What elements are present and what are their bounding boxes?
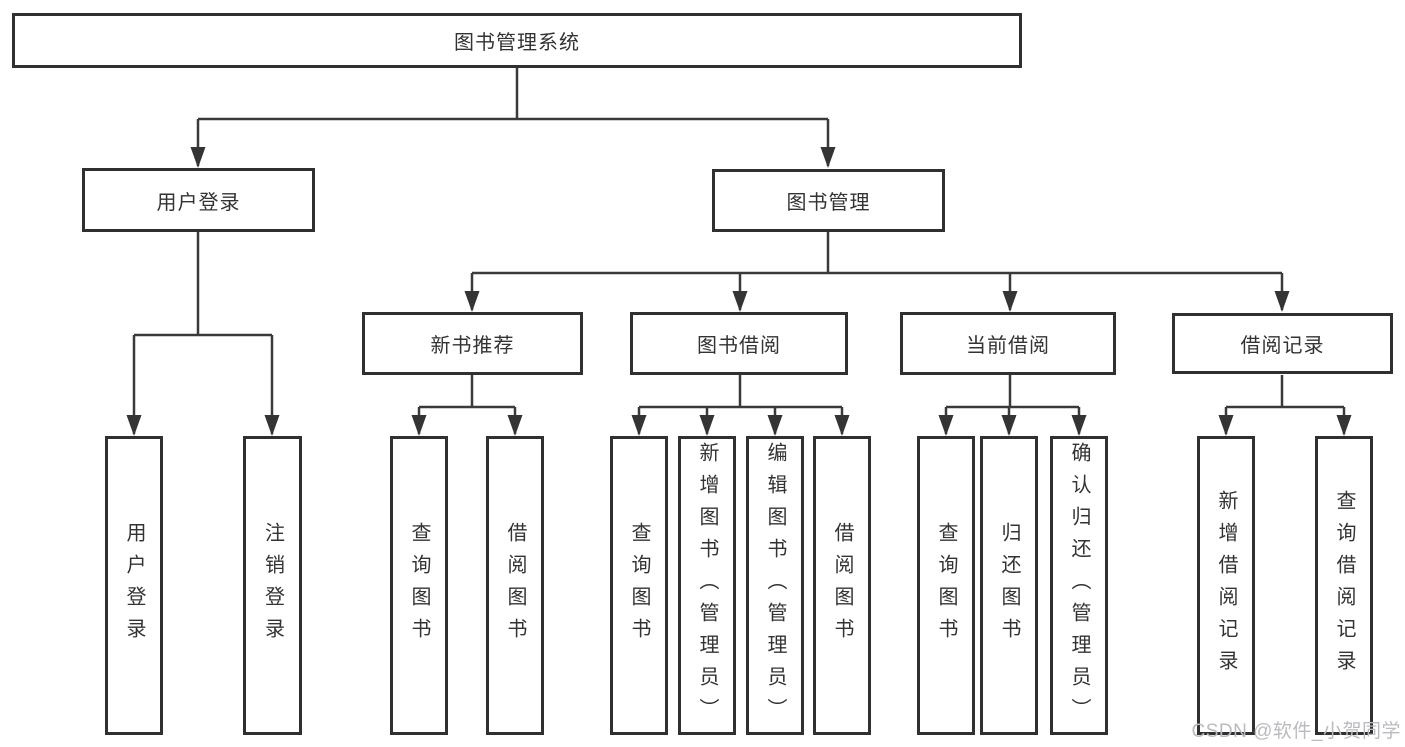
leaf-borrow-edit-books-admin: 编辑图书（管理员） — [746, 436, 804, 735]
leaf-borrow-borrow-books-label: 借阅图书 — [831, 521, 853, 650]
leaf-user-login-label: 用户登录 — [123, 521, 145, 650]
leaf-borrow-query-books-label: 查询图书 — [628, 521, 650, 650]
node-borrow-records-label: 借阅记录 — [1240, 335, 1325, 357]
node-new-book-recommend: 新书推荐 — [362, 312, 583, 375]
leaf-current-confirm-return-admin-label: 确认归还（管理员） — [1068, 441, 1090, 730]
edges-current-borrow — [938, 375, 1087, 436]
node-root-label: 图书管理系统 — [454, 32, 580, 54]
leaf-newbook-query-books-label: 查询图书 — [408, 521, 430, 650]
edges-root — [190, 68, 836, 168]
leaf-records-add-record-label: 新增借阅记录 — [1215, 489, 1237, 682]
node-current-borrow-label: 当前借阅 — [966, 335, 1050, 357]
leaf-user-login: 用户登录 — [105, 436, 163, 735]
node-current-borrow: 当前借阅 — [900, 312, 1116, 375]
edges-book-management — [464, 232, 1290, 312]
leaf-newbook-borrow-books-label: 借阅图书 — [504, 521, 526, 650]
leaf-newbook-borrow-books: 借阅图书 — [486, 436, 544, 735]
leaf-current-return-books: 归还图书 — [980, 436, 1038, 735]
leaf-newbook-query-books: 查询图书 — [390, 436, 448, 735]
csdn-watermark: CSDN @软件_小贺同学 — [1191, 721, 1401, 742]
edges-user-login — [126, 232, 280, 436]
node-borrow-records: 借阅记录 — [1172, 313, 1393, 374]
leaf-borrow-add-books-admin: 新增图书（管理员） — [678, 436, 736, 735]
leaf-records-add-record: 新增借阅记录 — [1197, 436, 1255, 735]
leaf-current-query-books: 查询图书 — [917, 436, 975, 735]
node-root: 图书管理系统 — [12, 13, 1022, 68]
node-user-login-label: 用户登录 — [156, 191, 241, 214]
node-book-management: 图书管理 — [712, 169, 945, 232]
leaf-logout: 注销登录 — [243, 436, 302, 735]
leaf-current-confirm-return-admin: 确认归还（管理员） — [1050, 436, 1108, 735]
leaf-borrow-edit-books-admin-label: 编辑图书（管理员） — [764, 441, 786, 730]
edges-new-book-recommend — [411, 375, 523, 436]
edges-book-borrow — [631, 375, 850, 436]
node-book-management-label: 图书管理 — [786, 192, 871, 214]
node-user-login: 用户登录 — [82, 168, 315, 232]
leaf-current-return-books-label: 归还图书 — [998, 521, 1020, 650]
leaf-logout-label: 注销登录 — [261, 521, 284, 650]
edges-borrow-records — [1218, 375, 1352, 436]
node-new-book-recommend-label: 新书推荐 — [430, 335, 515, 357]
leaf-borrow-query-books: 查询图书 — [610, 436, 668, 735]
node-book-borrow-label: 图书借阅 — [697, 335, 781, 357]
leaf-records-query-record-label: 查询借阅记录 — [1333, 489, 1355, 682]
leaf-current-query-books-label: 查询图书 — [935, 521, 957, 650]
leaf-borrow-borrow-books: 借阅图书 — [813, 436, 871, 735]
leaf-records-query-record: 查询借阅记录 — [1315, 436, 1373, 735]
leaf-borrow-add-books-admin-label: 新增图书（管理员） — [696, 441, 718, 730]
node-book-borrow: 图书借阅 — [630, 312, 848, 375]
